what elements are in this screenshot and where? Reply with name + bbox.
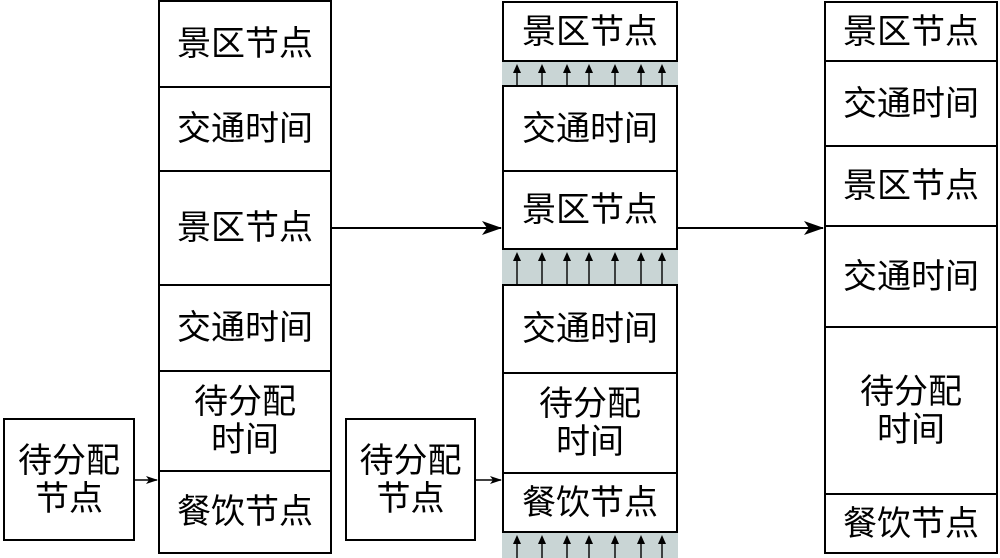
stage3-cell-scenic-1: 景区节点 (824, 1, 998, 62)
cell-label: 交通时间 (522, 108, 658, 149)
up-arrow-icon (637, 252, 645, 284)
cell-label: 交通时间 (843, 83, 979, 124)
up-arrow-icon (538, 252, 546, 284)
up-arrow-icon (538, 64, 546, 85)
stage2-cell-travel-2: 交通时间 (502, 284, 678, 374)
up-arrow-icon (658, 252, 666, 284)
cell-label: 景区节点 (843, 166, 979, 206)
cell-label: 景区节点 (522, 190, 658, 230)
up-arrow-icon (585, 64, 593, 85)
compression-band-3 (502, 533, 678, 558)
up-arrow-icon (513, 252, 521, 284)
up-arrows-icon (513, 252, 666, 284)
cell-label: 餐饮节点 (522, 482, 658, 523)
stage1-cell-travel-2: 交通时间 (158, 284, 332, 372)
up-arrow-icon (611, 64, 619, 85)
stage2-input-node: 待分配 节点 (345, 418, 476, 541)
stage3-cell-dining: 餐饮节点 (824, 493, 998, 554)
up-arrows-icon (513, 535, 666, 558)
up-arrow-icon (585, 252, 593, 284)
stage1-input-node-label: 待分配 节点 (18, 440, 120, 519)
stage1-cell-scenic-1: 景区节点 (158, 0, 332, 88)
cell-label: 餐饮节点 (177, 492, 313, 532)
up-arrow-icon (563, 64, 571, 85)
cell-label: 待分配 时间 (860, 371, 962, 450)
stage2-cell-dining: 餐饮节点 (502, 472, 678, 533)
cell-label: 景区节点 (522, 11, 658, 52)
compression-band-1 (502, 62, 678, 85)
up-arrows-icon (513, 64, 666, 85)
up-arrow-icon (658, 64, 666, 85)
cell-label: 景区节点 (177, 208, 313, 248)
up-arrow-icon (563, 535, 571, 558)
stage1-cell-pending-time: 待分配 时间 (158, 370, 332, 472)
stage1-cell-travel-1: 交通时间 (158, 86, 332, 172)
up-arrow-icon (563, 252, 571, 284)
cell-label: 景区节点 (843, 11, 979, 52)
up-arrow-icon (585, 535, 593, 558)
stage2-input-node-label: 待分配 节点 (359, 440, 462, 519)
stage1-cell-scenic-2: 景区节点 (158, 170, 332, 286)
up-arrow-icon (611, 535, 619, 558)
cell-label: 待分配 时间 (194, 382, 296, 460)
up-arrow-icon (513, 535, 521, 558)
stage2-cell-pending-time: 待分配 时间 (502, 372, 678, 474)
up-arrow-icon (513, 64, 521, 85)
stage3-cell-travel-1: 交通时间 (824, 60, 998, 147)
stage1-cell-dining: 餐饮节点 (158, 470, 332, 554)
up-arrow-icon (637, 64, 645, 85)
compression-band-2 (502, 250, 678, 284)
cell-label: 交通时间 (177, 109, 313, 149)
stage2-cell-travel-1: 交通时间 (502, 85, 678, 172)
cell-label: 待分配 时间 (539, 384, 641, 462)
cell-label: 交通时间 (177, 308, 313, 348)
stage3-cell-travel-2: 交通时间 (824, 225, 998, 328)
stage2-cell-scenic-2: 景区节点 (502, 170, 678, 250)
up-arrow-icon (658, 535, 666, 558)
cell-label: 交通时间 (843, 256, 979, 297)
stage3-cell-pending-time: 待分配 时间 (824, 326, 998, 495)
stage1-input-node: 待分配 节点 (3, 418, 135, 541)
cell-label: 景区节点 (177, 24, 313, 64)
cell-label: 餐饮节点 (843, 503, 979, 544)
up-arrow-icon (611, 252, 619, 284)
cell-label: 交通时间 (522, 309, 658, 349)
up-arrow-icon (637, 535, 645, 558)
stage2-cell-scenic-1: 景区节点 (502, 1, 678, 62)
up-arrow-icon (538, 535, 546, 558)
stage3-cell-scenic-2: 景区节点 (824, 145, 998, 227)
